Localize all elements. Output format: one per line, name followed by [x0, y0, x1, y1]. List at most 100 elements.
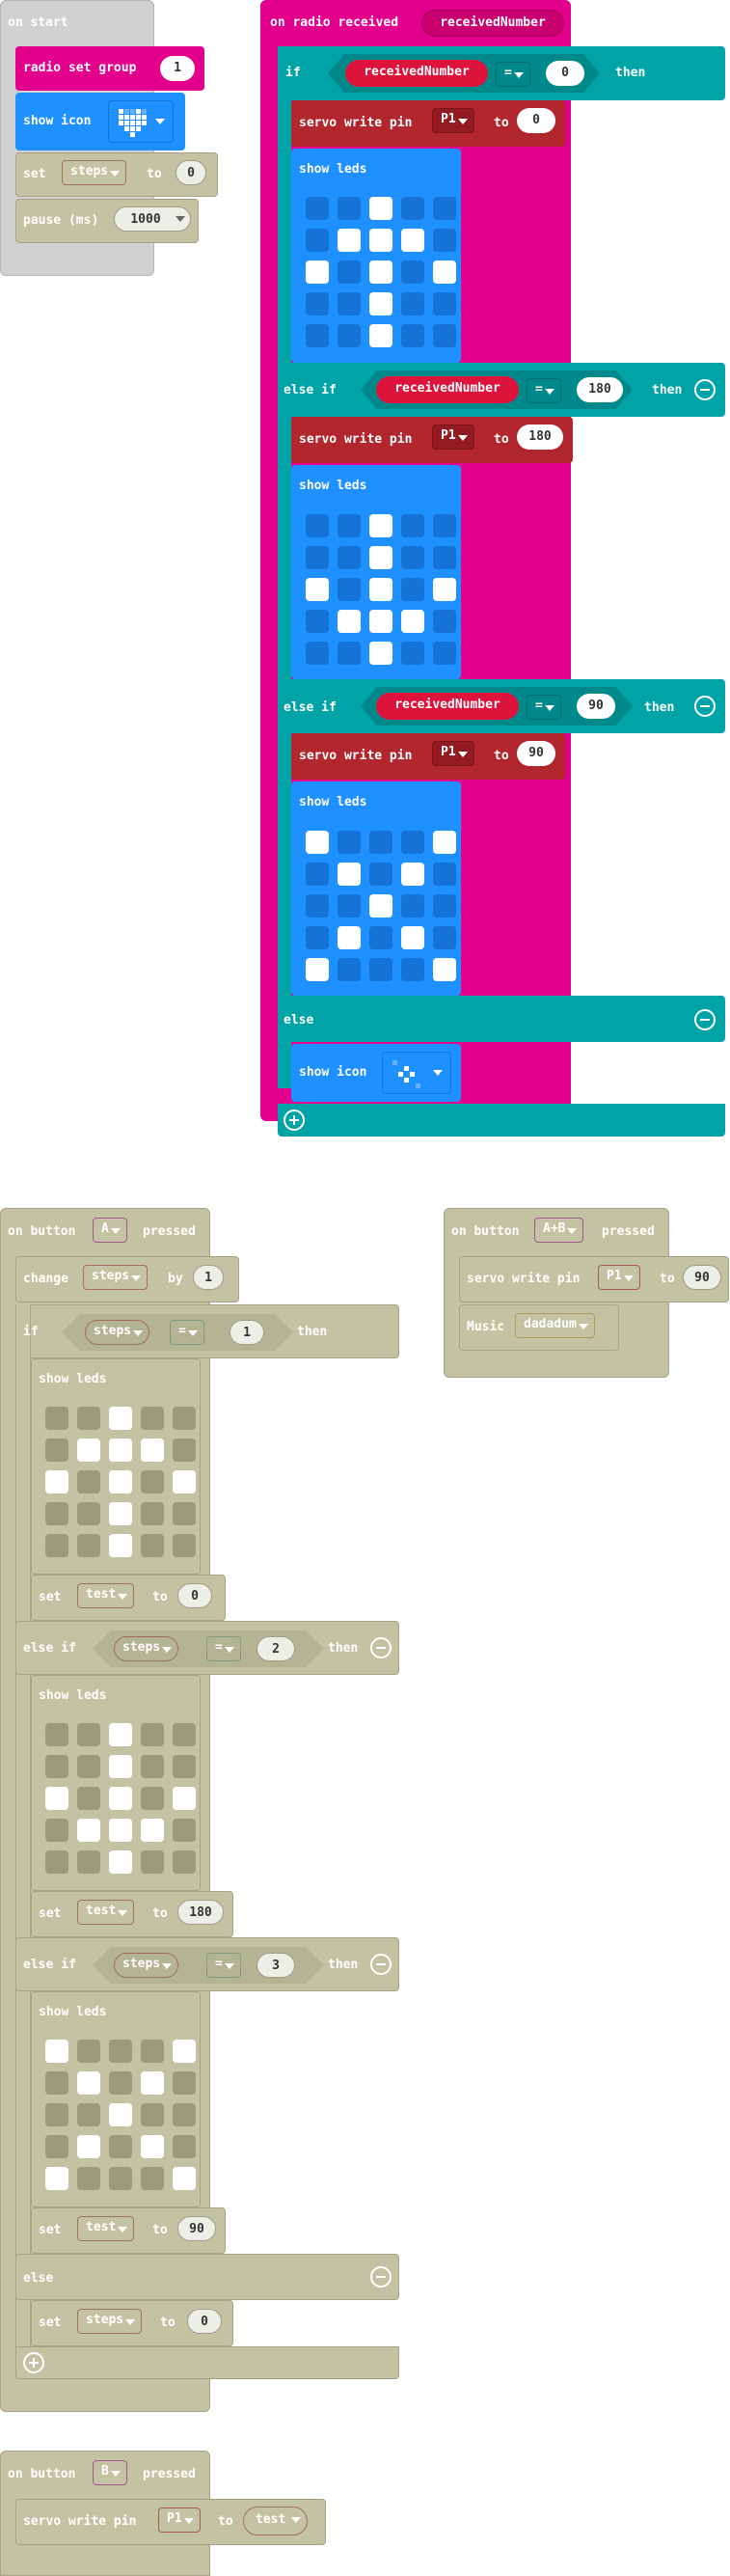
pin-dropdown[interactable]: P1	[432, 741, 474, 766]
led-cell[interactable]	[173, 2040, 196, 2063]
led-cell[interactable]	[45, 1502, 68, 1525]
servo-write-b[interactable]	[15, 2499, 326, 2545]
else-a[interactable]	[15, 2254, 399, 2300]
led-cell[interactable]	[173, 1534, 196, 1557]
remove-branch-icon[interactable]	[694, 696, 716, 717]
led-cell[interactable]	[45, 1755, 68, 1778]
led-cell[interactable]	[109, 1850, 132, 1874]
equals-operator[interactable]: =	[527, 378, 561, 403]
led-cell[interactable]	[173, 1407, 196, 1430]
led-cell[interactable]	[109, 1502, 132, 1525]
remove-branch-icon[interactable]	[694, 379, 716, 400]
led-cell[interactable]	[338, 610, 361, 633]
led-cell[interactable]	[369, 831, 392, 854]
equals-operator[interactable]: =	[527, 695, 561, 720]
led-grid-x[interactable]	[45, 2040, 196, 2190]
led-cell[interactable]	[77, 1439, 100, 1462]
led-cell[interactable]	[173, 1819, 196, 1842]
led-cell[interactable]	[338, 926, 361, 949]
steps-variable-dropdown[interactable]: steps	[77, 2309, 143, 2334]
led-cell[interactable]	[433, 926, 456, 949]
led-cell[interactable]	[173, 1787, 196, 1810]
steps-variable-dropdown[interactable]: steps	[83, 1265, 149, 1290]
led-cell[interactable]	[141, 1787, 164, 1810]
led-cell[interactable]	[433, 894, 456, 918]
led-cell[interactable]	[338, 546, 361, 569]
led-cell[interactable]	[401, 578, 424, 601]
equals-operator[interactable]: =	[206, 1636, 241, 1661]
led-cell[interactable]	[401, 546, 424, 569]
small-diamond-icon-dropdown[interactable]	[382, 1052, 451, 1094]
led-cell[interactable]	[45, 1407, 68, 1430]
test-value-180[interactable]: 180	[177, 1900, 224, 1925]
led-cell[interactable]	[109, 1819, 132, 1842]
led-cell[interactable]	[433, 229, 456, 252]
steps-variable-dropdown[interactable]: steps	[85, 1320, 150, 1345]
led-cell[interactable]	[77, 1534, 100, 1557]
led-cell[interactable]	[306, 324, 329, 347]
led-cell[interactable]	[338, 863, 361, 886]
led-cell[interactable]	[141, 1850, 164, 1874]
led-cell[interactable]	[45, 1850, 68, 1874]
led-cell[interactable]	[306, 260, 329, 284]
led-cell[interactable]	[173, 1723, 196, 1746]
led-cell[interactable]	[306, 894, 329, 918]
led-cell[interactable]	[141, 2071, 164, 2095]
led-cell[interactable]	[109, 1407, 132, 1430]
led-cell[interactable]	[306, 578, 329, 601]
led-cell[interactable]	[109, 1534, 132, 1557]
received-number-param[interactable]: receivedNumber	[421, 10, 564, 37]
led-cell[interactable]	[141, 2040, 164, 2063]
led-cell[interactable]	[45, 2135, 68, 2158]
led-cell[interactable]	[173, 1755, 196, 1778]
equals-operator[interactable]: =	[170, 1320, 204, 1345]
remove-branch-icon[interactable]	[370, 1637, 392, 1658]
button-b-dropdown[interactable]: B	[93, 2460, 127, 2485]
led-cell[interactable]	[141, 1407, 164, 1430]
led-cell[interactable]	[369, 546, 392, 569]
servo-angle-90[interactable]: 90	[683, 1265, 721, 1290]
steps-initial-value[interactable]: 0	[176, 160, 206, 185]
led-cell[interactable]	[401, 610, 424, 633]
led-cell[interactable]	[401, 958, 424, 981]
test-variable-dropdown[interactable]: test	[77, 1583, 135, 1608]
remove-branch-icon[interactable]	[694, 1009, 716, 1030]
led-cell[interactable]	[433, 831, 456, 854]
led-cell[interactable]	[369, 958, 392, 981]
led-cell[interactable]	[45, 1819, 68, 1842]
led-cell[interactable]	[401, 642, 424, 665]
led-cell[interactable]	[369, 642, 392, 665]
led-cell[interactable]	[109, 1439, 132, 1462]
led-cell[interactable]	[77, 1407, 100, 1430]
led-cell[interactable]	[45, 2071, 68, 2095]
led-cell[interactable]	[433, 514, 456, 537]
led-cell[interactable]	[45, 1470, 68, 1494]
test-variable-dropdown[interactable]: test	[77, 1900, 135, 1925]
led-cell[interactable]	[141, 1534, 164, 1557]
servo-angle-180[interactable]: 180	[517, 425, 563, 450]
led-cell[interactable]	[141, 1723, 164, 1746]
steps-variable-dropdown[interactable]: steps	[114, 1636, 179, 1661]
led-cell[interactable]	[306, 926, 329, 949]
led-cell[interactable]	[433, 324, 456, 347]
led-cell[interactable]	[77, 2167, 100, 2190]
led-cell[interactable]	[306, 546, 329, 569]
led-cell[interactable]	[45, 1787, 68, 1810]
led-cell[interactable]	[306, 863, 329, 886]
led-cell[interactable]	[338, 229, 361, 252]
led-cell[interactable]	[109, 1787, 132, 1810]
led-grid-up[interactable]	[306, 197, 456, 347]
led-cell[interactable]	[433, 197, 456, 220]
led-cell[interactable]	[338, 260, 361, 284]
music-block[interactable]	[459, 1304, 619, 1351]
led-cell[interactable]	[173, 1439, 196, 1462]
led-grid-down[interactable]	[306, 514, 456, 665]
led-cell[interactable]	[77, 1819, 100, 1842]
change-by-value[interactable]: 1	[193, 1265, 224, 1290]
led-cell[interactable]	[45, 2167, 68, 2190]
led-cell[interactable]	[141, 1502, 164, 1525]
led-cell[interactable]	[433, 642, 456, 665]
led-cell[interactable]	[173, 2103, 196, 2126]
led-cell[interactable]	[45, 1723, 68, 1746]
led-cell[interactable]	[306, 958, 329, 981]
